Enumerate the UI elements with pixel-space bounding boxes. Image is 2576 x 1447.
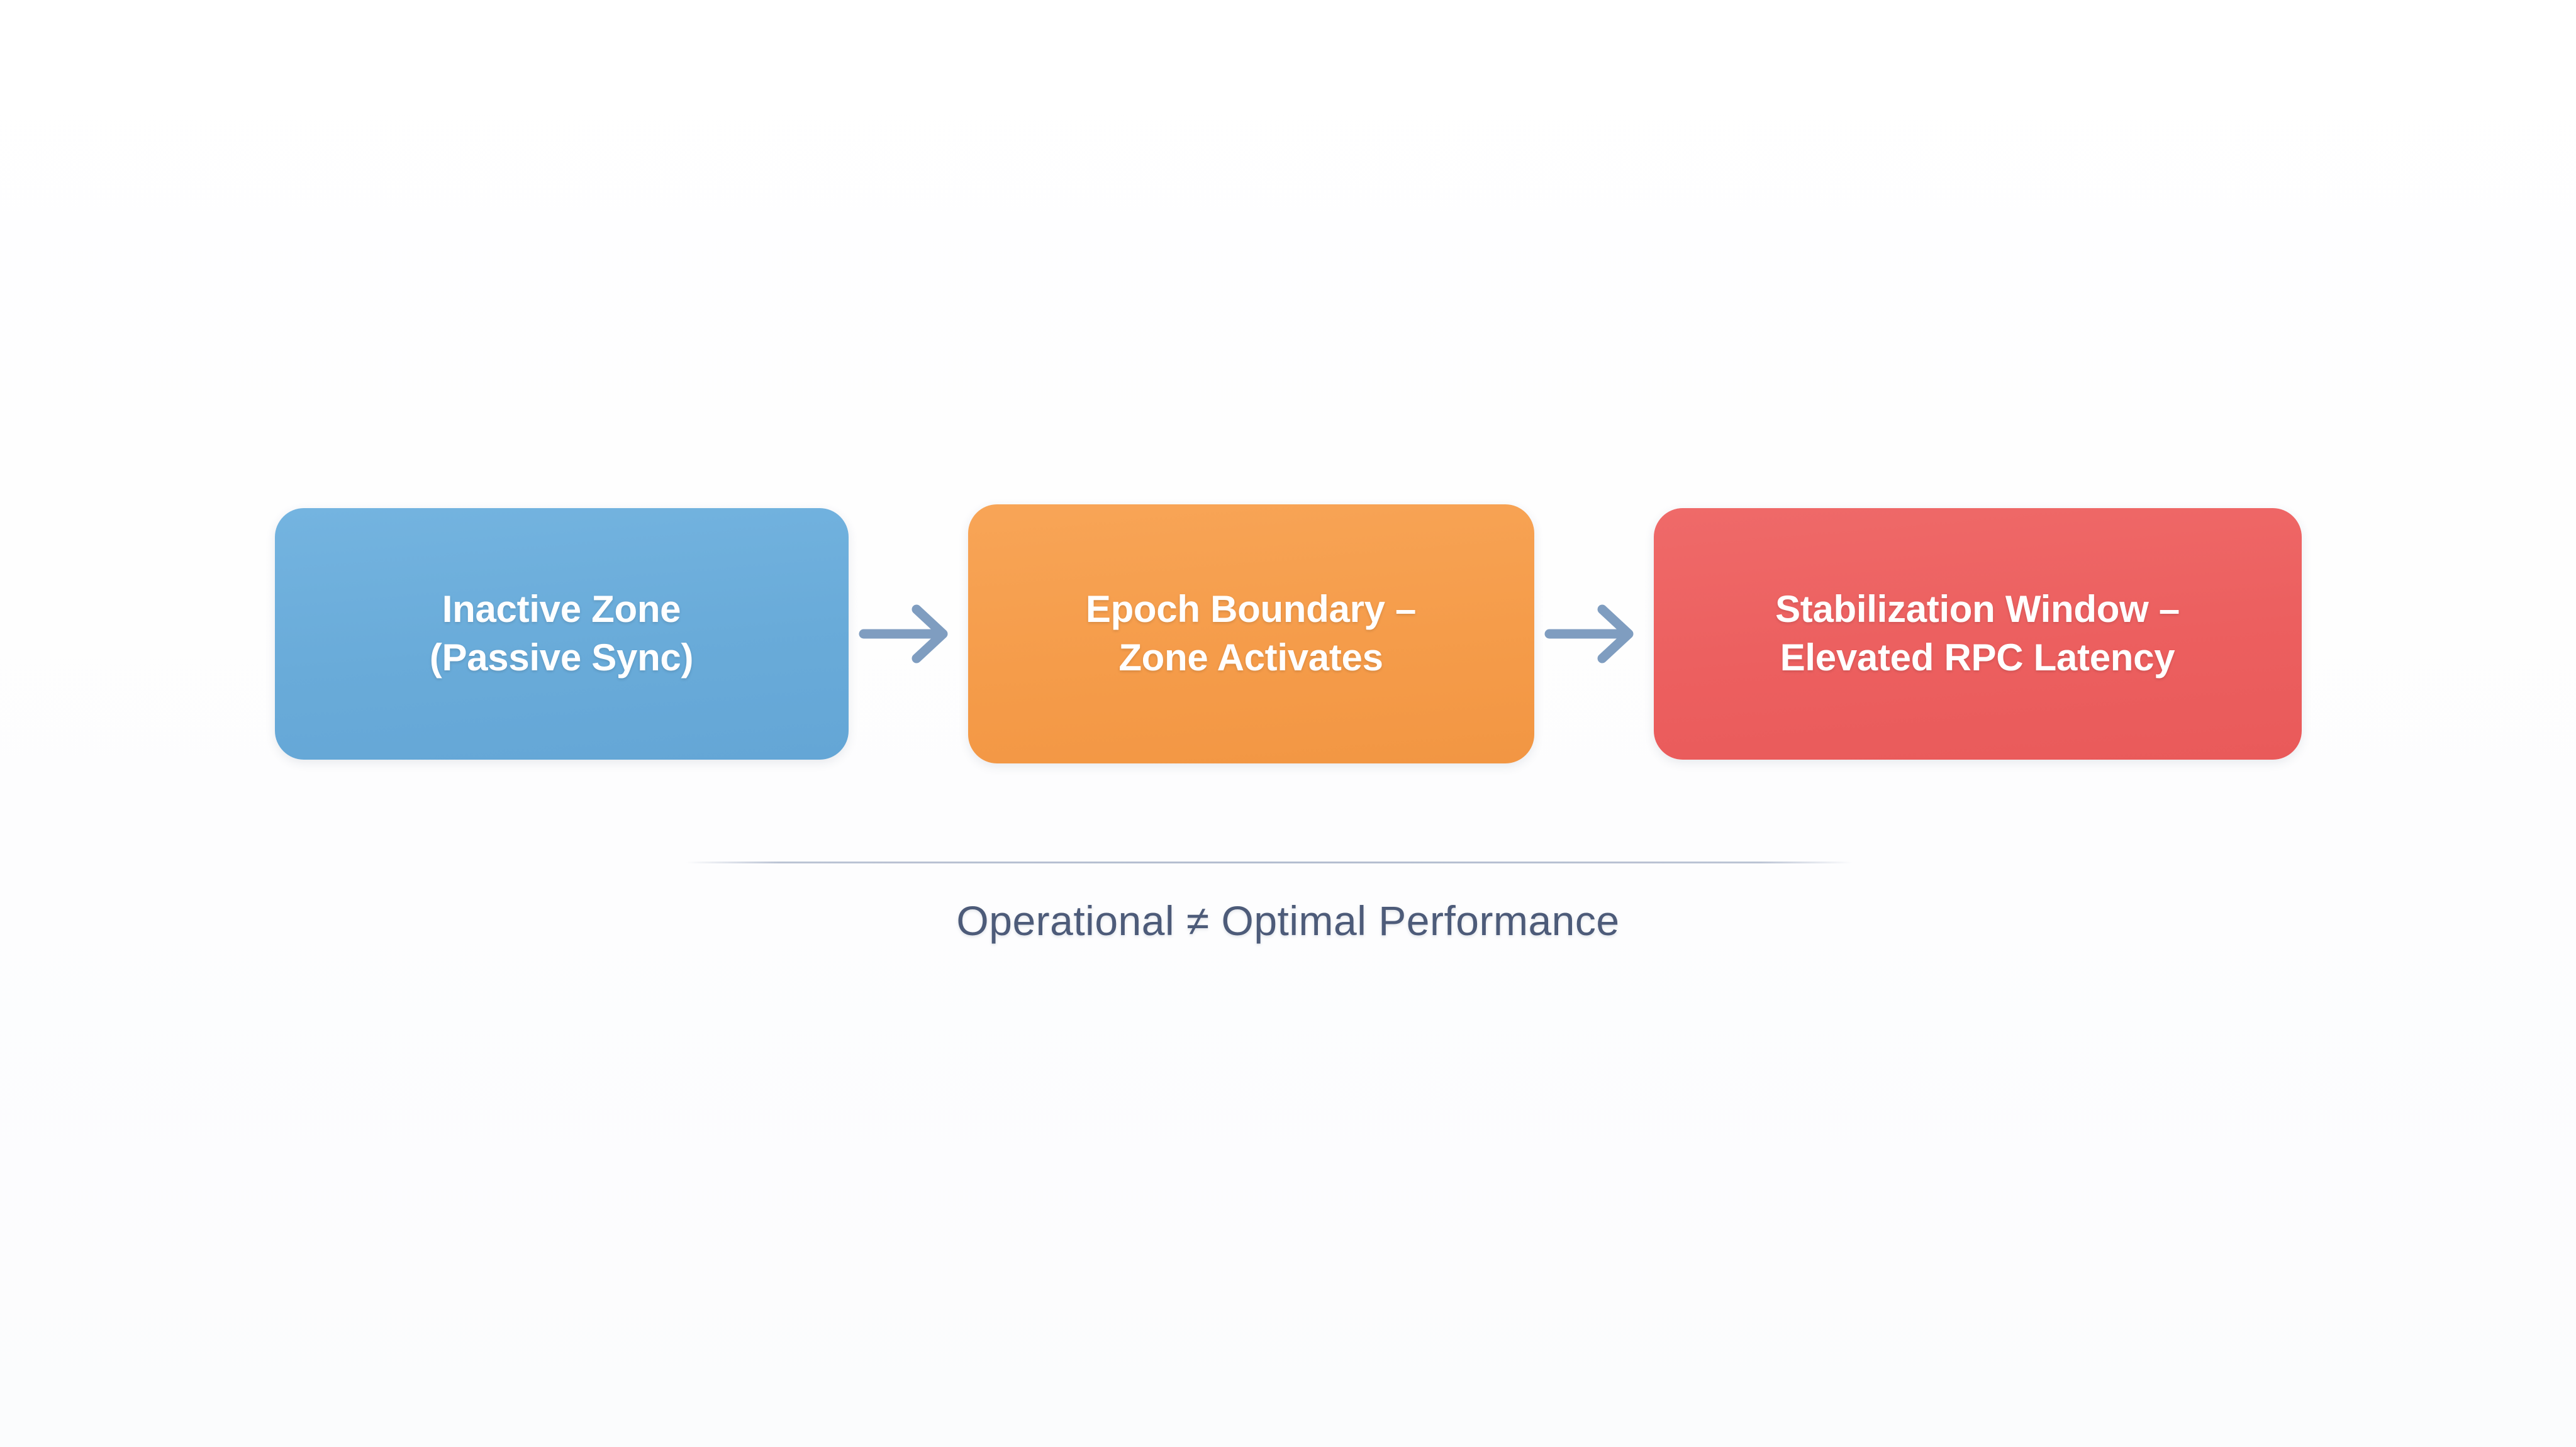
flow-connector-arrow-1 bbox=[849, 593, 968, 675]
flow-node-stabilization-window[interactable]: Stabilization Window – Elevated RPC Late… bbox=[1653, 507, 2302, 760]
flow-diagram: Inactive Zone (Passive Sync) Epoch Bound… bbox=[0, 500, 2576, 767]
flow-node-label: Inactive Zone (Passive Sync) bbox=[429, 587, 694, 679]
right-arrow-icon bbox=[859, 604, 947, 663]
footer-caption: Operational ≠ Optimal Performance bbox=[956, 897, 1620, 944]
flow-connector-arrow-2 bbox=[1534, 593, 1654, 675]
right-arrow-icon bbox=[1544, 604, 1633, 663]
flow-node-inactive-zone[interactable]: Inactive Zone (Passive Sync) bbox=[274, 507, 849, 760]
flow-node-epoch-boundary[interactable]: Epoch Boundary – Zone Activates bbox=[967, 504, 1534, 763]
flow-node-label: Stabilization Window – Elevated RPC Late… bbox=[1775, 587, 2180, 679]
flow-node-label: Epoch Boundary – Zone Activates bbox=[1085, 587, 1417, 679]
footer-divider bbox=[686, 862, 1853, 863]
